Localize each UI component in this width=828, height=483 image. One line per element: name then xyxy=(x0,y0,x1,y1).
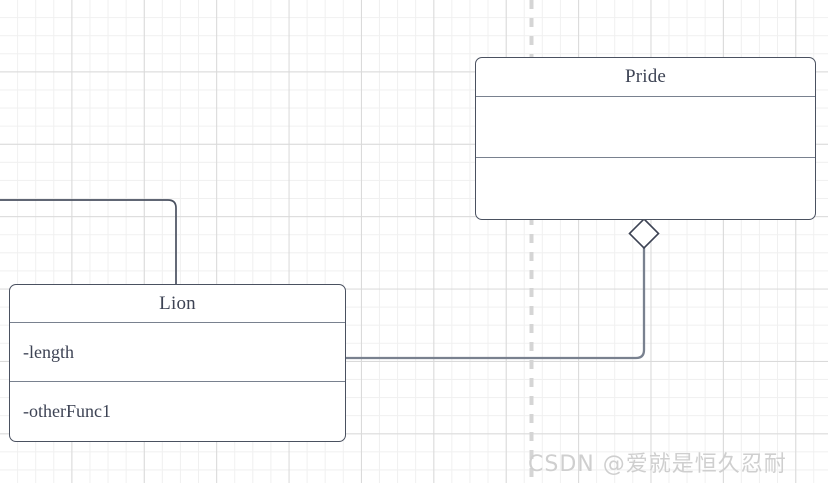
uml-class-lion-title: Lion xyxy=(10,285,345,322)
uml-class-pride-methods xyxy=(476,157,815,219)
uml-class-lion-name: Lion xyxy=(159,292,196,314)
uml-class-lion[interactable]: Lion -length -otherFunc1 xyxy=(9,284,346,442)
uml-class-lion-attributes: -length xyxy=(10,322,345,381)
watermark-text: CSDN @爱就是恒久忍耐 xyxy=(528,452,787,477)
uml-attribute-item: -length xyxy=(23,341,74,362)
uml-class-pride-title: Pride xyxy=(476,58,815,96)
connector-left-to-lion[interactable] xyxy=(0,199,177,285)
aggregation-diamond-icon xyxy=(628,217,660,250)
uml-method-item: -otherFunc1 xyxy=(23,401,111,421)
uml-class-pride-attributes xyxy=(476,96,815,157)
connector-lion-to-pride[interactable] xyxy=(346,248,646,360)
uml-class-pride-name: Pride xyxy=(624,66,667,87)
uml-class-pride[interactable]: Pride xyxy=(475,57,816,220)
uml-class-lion-methods: -otherFunc1 xyxy=(10,381,345,441)
